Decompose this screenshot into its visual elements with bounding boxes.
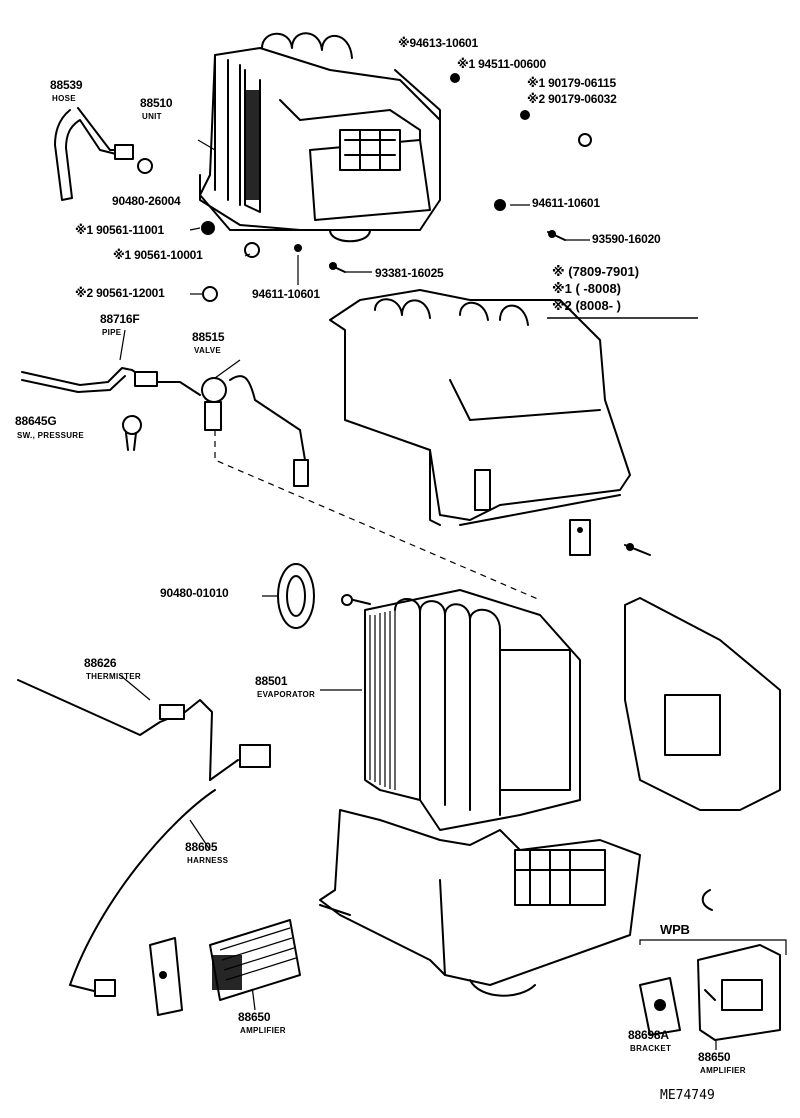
hose-drawing [54, 107, 153, 201]
bracket-part-name: BRACKET [630, 1044, 672, 1053]
blower-unit-drawing [199, 32, 441, 243]
switch-part-number: 88645G [15, 414, 57, 428]
legend-row-2: ※2 (8008- ) [552, 298, 621, 313]
part-93381-16025: 93381-16025 [375, 266, 444, 280]
part-94611-10601-a: 94611-10601 [532, 196, 600, 210]
part-90561-10001: ※1 90561-10001 [113, 248, 203, 262]
evaporator-part-number: 88501 [255, 674, 288, 688]
valve-part-number: 88515 [192, 330, 225, 344]
thermister-part-name: THERMISTER [86, 672, 141, 681]
part-90561-11001: ※1 90561-11001 [75, 223, 164, 237]
part-94511-00600: ※1 94511-00600 [457, 57, 546, 71]
amplifier-left-part-number: 88650 [238, 1010, 271, 1024]
evaporator-drawing [341, 589, 581, 831]
case-lower-drawing [319, 809, 713, 997]
fasteners-upper [201, 73, 592, 302]
drawing-id: ME74749 [660, 1088, 715, 1103]
part-90480-26004: 90480-26004 [112, 194, 181, 208]
wpb-label: WPB [660, 922, 690, 937]
amplifier-left-drawing [149, 919, 301, 1016]
amplifier-right-part-name: AMPLIFIER [700, 1066, 746, 1075]
unit-part-name: UNIT [142, 112, 162, 121]
part-94613-10601: ※94613-10601 [398, 36, 479, 50]
harness-part-name: HARNESS [187, 856, 229, 865]
harness-part-number: 88605 [185, 840, 218, 854]
thermister-part-number: 88626 [84, 656, 117, 670]
part-90561-12001: ※2 90561-12001 [75, 286, 165, 300]
grommet-drawing [277, 563, 315, 629]
brackets-mid-right [569, 519, 781, 811]
evaporator-part-name: EVAPORATOR [257, 690, 316, 699]
amplifier-right-part-number: 88650 [698, 1050, 731, 1064]
wpb-group-drawing [639, 939, 787, 1041]
unit-part-number: 88510 [140, 96, 173, 110]
part-90179-06032: ※2 90179-06032 [527, 92, 617, 106]
legend-row-0: ※ (7809-7901) [552, 264, 640, 279]
part-90179-06115: ※1 90179-06115 [527, 76, 616, 90]
valve-part-name: VALVE [194, 346, 221, 355]
bracket-part-number: 88698A [628, 1028, 669, 1042]
hose-part-number: 88539 [50, 78, 83, 92]
hose-part-name: HOSE [52, 94, 76, 103]
pipe-part-name: PIPE [102, 328, 122, 337]
pipe-part-number: 88716F [100, 312, 140, 326]
amplifier-left-part-name: AMPLIFIER [240, 1026, 286, 1035]
part-94611-10601-b: 94611-10601 [252, 287, 320, 301]
thermister-harness-drawing [17, 679, 271, 997]
part-93590-16020: 93590-16020 [592, 232, 661, 246]
switch-part-name: SW., PRESSURE [17, 431, 85, 440]
legend-row-1: ※1 ( -8008) [552, 281, 621, 296]
part-90480-01010: 90480-01010 [160, 586, 229, 600]
pipe-valve-drawing [21, 367, 541, 601]
case-upper-drawing [329, 289, 631, 526]
